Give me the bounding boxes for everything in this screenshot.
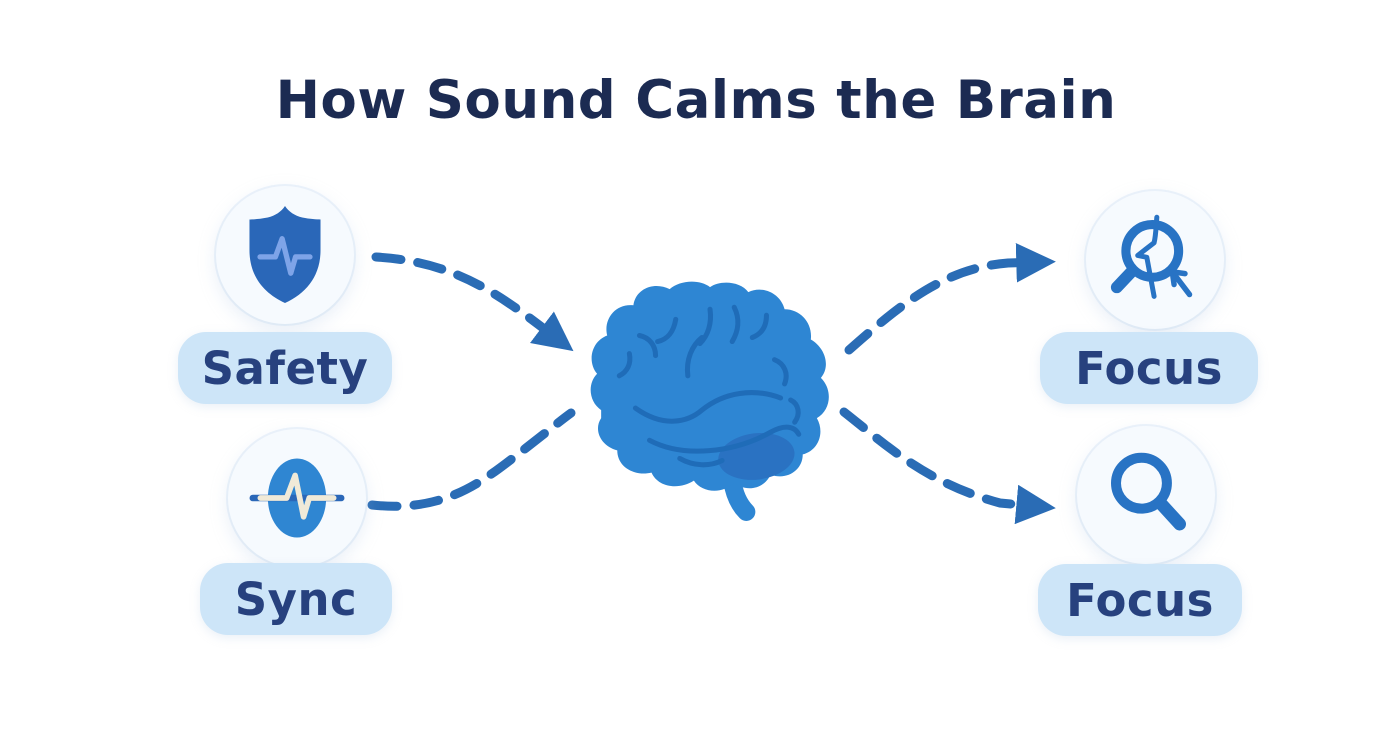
focus-bottom-icon-circle bbox=[1077, 426, 1215, 564]
focus-top-icon-circle bbox=[1086, 191, 1224, 329]
arrow-safety-to-brain bbox=[371, 252, 574, 352]
sync-pulse-line bbox=[257, 472, 337, 520]
shield-pulse-line bbox=[257, 236, 313, 276]
line-sync-to-brain bbox=[367, 408, 576, 511]
sync-icon-circle bbox=[228, 429, 366, 567]
safety-icon-circle bbox=[216, 186, 354, 324]
shield-pulse-icon bbox=[249, 206, 321, 303]
focus-bottom-label: Focus bbox=[1066, 573, 1214, 627]
arrow-brain-to-focus-bottom bbox=[839, 407, 1056, 525]
page-title: How Sound Calms the Brain bbox=[275, 70, 1117, 131]
safety-label-pill: Safety bbox=[178, 332, 392, 404]
safety-label: Safety bbox=[201, 341, 369, 395]
magnifier-pulse-line bbox=[1135, 214, 1160, 299]
cursor-arrow bbox=[1169, 269, 1193, 298]
brain-illustration bbox=[583, 278, 835, 522]
magnifier-pulse-icon bbox=[1110, 214, 1193, 299]
sync-label: Sync bbox=[234, 572, 358, 626]
magnifier-icon bbox=[1111, 452, 1186, 531]
sync-label-pill: Sync bbox=[200, 563, 392, 635]
brain-icon bbox=[590, 281, 829, 521]
waveform-oval-icon bbox=[249, 458, 345, 538]
focus-top-label-pill: Focus bbox=[1040, 332, 1258, 404]
focus-top-label: Focus bbox=[1075, 341, 1223, 395]
arrow-brain-to-focus-top bbox=[844, 242, 1056, 355]
brain-folds bbox=[616, 304, 802, 468]
focus-bottom-label-pill: Focus bbox=[1038, 564, 1242, 636]
